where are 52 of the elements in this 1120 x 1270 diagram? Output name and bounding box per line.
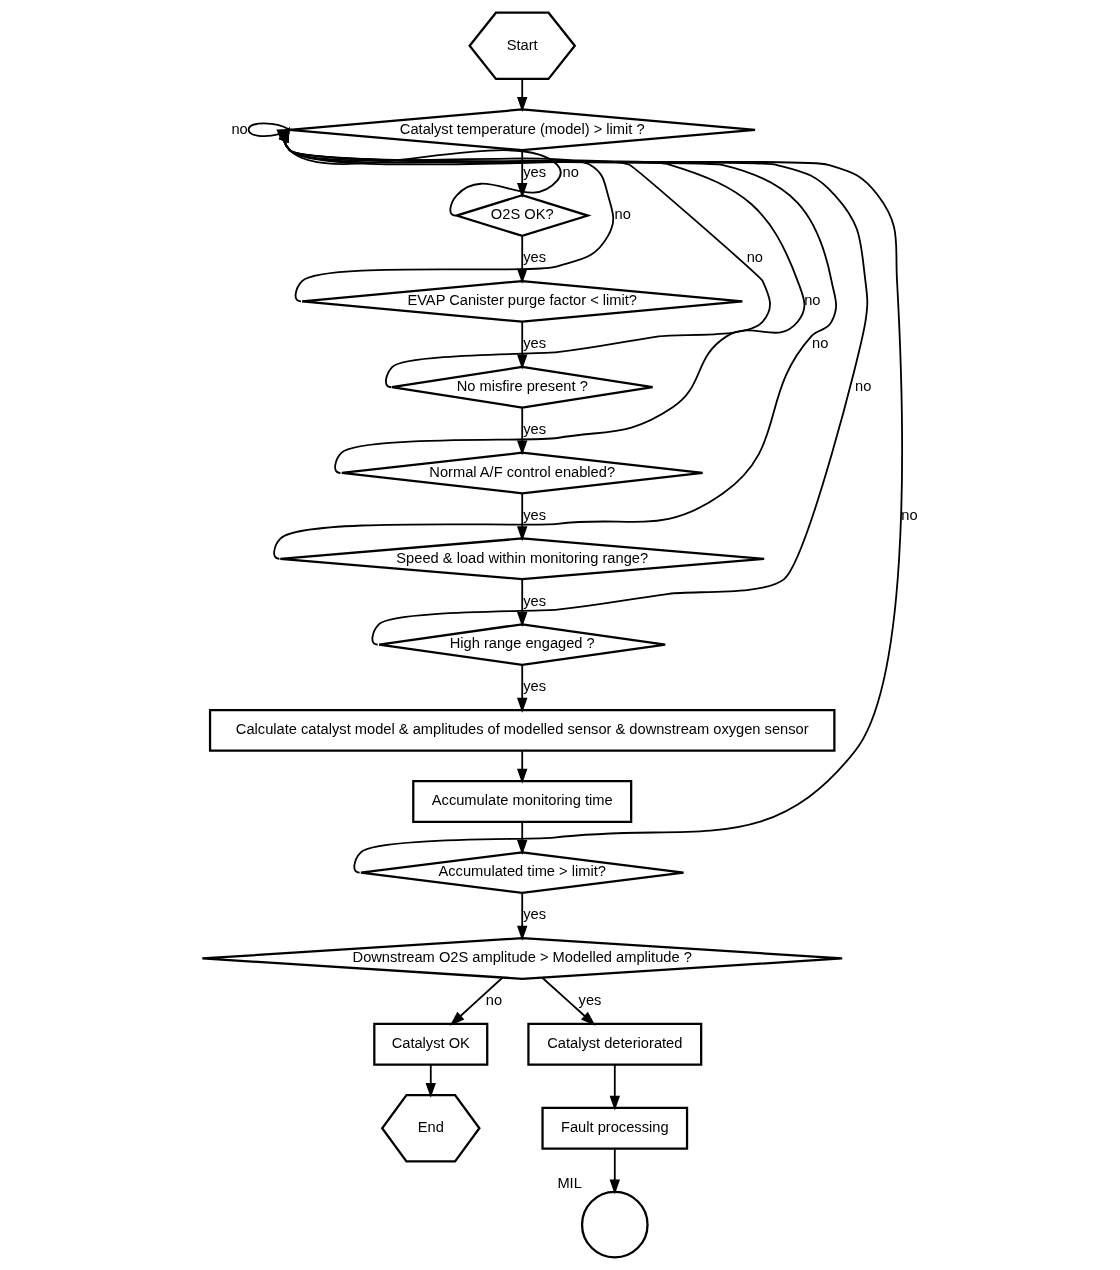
arrow: [516, 821, 527, 855]
node-circle: [580, 1190, 649, 1259]
edge-label: yes: [522, 506, 546, 523]
arrow: [609, 1063, 620, 1111]
edge-label: yes: [522, 420, 546, 437]
arrow: [516, 492, 527, 542]
arrow: [516, 578, 527, 627]
arrow: [516, 664, 527, 713]
edge-label: no: [803, 292, 821, 309]
edge-label: yes: [522, 592, 546, 609]
arrow: [516, 321, 527, 370]
node-diamond: High range engaged ?: [377, 623, 666, 667]
edge-label: yes: [522, 678, 546, 695]
edge-label: no: [485, 992, 502, 1009]
node-box: Calculate catalyst model & amplitudes of modelled sensor & downstream oxygen sensor: [208, 708, 835, 752]
node-label: MIL: [556, 1174, 582, 1191]
edge-label: yes: [522, 906, 546, 923]
arrow: [449, 976, 503, 1026]
node-diamond: No misfire present ?: [390, 365, 654, 409]
edge-label: no: [614, 206, 631, 223]
node-box: Catalyst OK: [372, 1022, 488, 1066]
node-diamond: Downstream O2S amplitude > Modelled amplitude ?: [200, 937, 843, 980]
node-box: Accumulate monitoring time: [411, 780, 632, 823]
arrow: [516, 750, 527, 784]
node-diamond: EVAP Canister purge factor < limit?: [300, 279, 743, 323]
arrow: [540, 976, 595, 1026]
node-diamond: Speed & load within monitoring range?: [278, 537, 765, 581]
arrow: [425, 1063, 436, 1098]
edge-label: yes: [522, 163, 546, 180]
edge-label: no: [811, 335, 828, 352]
arrow: [516, 149, 527, 198]
arrow: [278, 127, 805, 474]
arrow: [278, 127, 562, 217]
edge-label: no: [900, 506, 918, 523]
edge-label: no: [562, 163, 579, 180]
node-box: Fault processing: [540, 1106, 688, 1150]
edge-label: no: [854, 378, 871, 395]
node-box: Catalyst deteriorated: [526, 1022, 702, 1066]
arrow: [609, 1147, 620, 1195]
edge-label: no: [230, 120, 248, 137]
edge-label: yes: [578, 992, 601, 1009]
arrow: [278, 127, 771, 389]
arrow: [516, 406, 527, 456]
arrow: [516, 78, 527, 113]
edge-label: yes: [522, 249, 546, 266]
edge-label: no: [746, 249, 763, 266]
arrow: [516, 892, 527, 941]
edge-label: yes: [522, 335, 546, 352]
node-diamond: Catalyst temperature (model) > limit ?: [287, 108, 756, 152]
arrow: [278, 127, 614, 303]
node-diamond: Accumulated time > limit?: [359, 851, 685, 895]
node-diamond: Normal A/F control enabled?: [340, 451, 704, 495]
